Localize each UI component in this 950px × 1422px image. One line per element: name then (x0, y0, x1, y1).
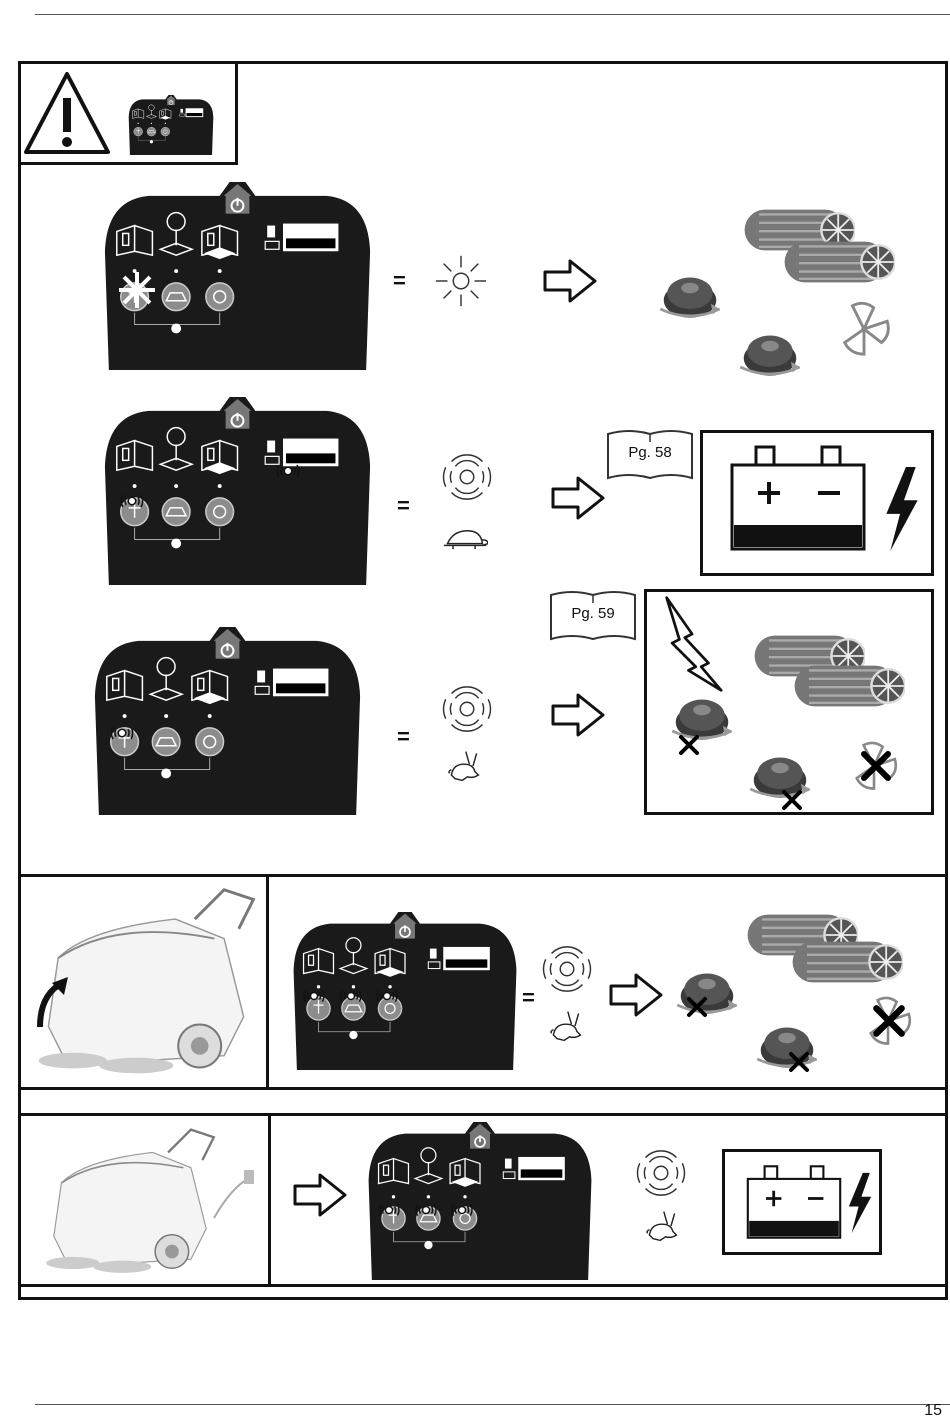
arrow-right-icon (542, 258, 598, 304)
page-reference: Pg. 58 (605, 444, 695, 461)
power-cord-icon (210, 1160, 260, 1220)
sweeper-machine-icon (30, 1122, 230, 1282)
bottom-rule (35, 1404, 950, 1405)
fan-icon (835, 300, 893, 358)
light-blinking-icon (412, 1196, 440, 1224)
tortoise-icon (442, 527, 488, 551)
light-blinking-icon (300, 982, 328, 1010)
light-blinking-icon (538, 940, 596, 998)
equals-sign: = (522, 985, 535, 1011)
light-blinking-icon (107, 718, 137, 748)
light-blinking-icon (117, 486, 147, 516)
x-mark-icon (780, 788, 804, 812)
arrow-right-icon (292, 1172, 348, 1218)
page-number: 15 (924, 1402, 942, 1420)
warning-icon (22, 70, 112, 156)
lightning-icon (882, 465, 922, 553)
equals-sign: = (397, 493, 410, 519)
roller-brush-icon (785, 656, 905, 716)
lightning-icon (660, 594, 726, 694)
top-rule (35, 14, 950, 15)
light-blinking-icon (273, 456, 303, 486)
light-steady-icon (117, 270, 157, 310)
equals-sign: = (397, 724, 410, 750)
roller-brush-icon (775, 232, 895, 292)
arrow-right-icon (608, 972, 664, 1018)
x-mark-icon (677, 733, 701, 757)
light-blinking-icon (337, 982, 365, 1010)
lift-arrow-icon (32, 975, 72, 1030)
light-blinking-icon (438, 680, 496, 738)
page-reference: Pg. 59 (548, 605, 638, 622)
equals-sign: = (393, 268, 406, 294)
arrow-right-icon (550, 475, 606, 521)
side-brush-icon (655, 268, 725, 322)
light-blinking-icon (438, 448, 496, 506)
hare-icon (644, 1208, 680, 1244)
x-mark-icon (870, 1002, 908, 1040)
battery-icon (745, 1162, 843, 1242)
light-blinking-icon (373, 982, 401, 1010)
x-mark-icon (685, 995, 709, 1019)
light-steady-icon (432, 252, 490, 310)
lightning-icon (846, 1170, 874, 1236)
arrow-right-icon (550, 692, 606, 738)
x-mark-icon (787, 1050, 811, 1074)
light-blinking-icon (448, 1196, 476, 1224)
light-blinking-icon (375, 1196, 403, 1224)
hare-icon (446, 748, 482, 784)
control-panel-icon (114, 95, 228, 155)
hare-icon (548, 1008, 584, 1044)
x-mark-icon (858, 748, 894, 784)
light-blinking-icon (632, 1144, 690, 1202)
side-brush-icon (735, 326, 805, 380)
roller-brush-icon (783, 932, 903, 992)
battery-icon (728, 442, 868, 554)
